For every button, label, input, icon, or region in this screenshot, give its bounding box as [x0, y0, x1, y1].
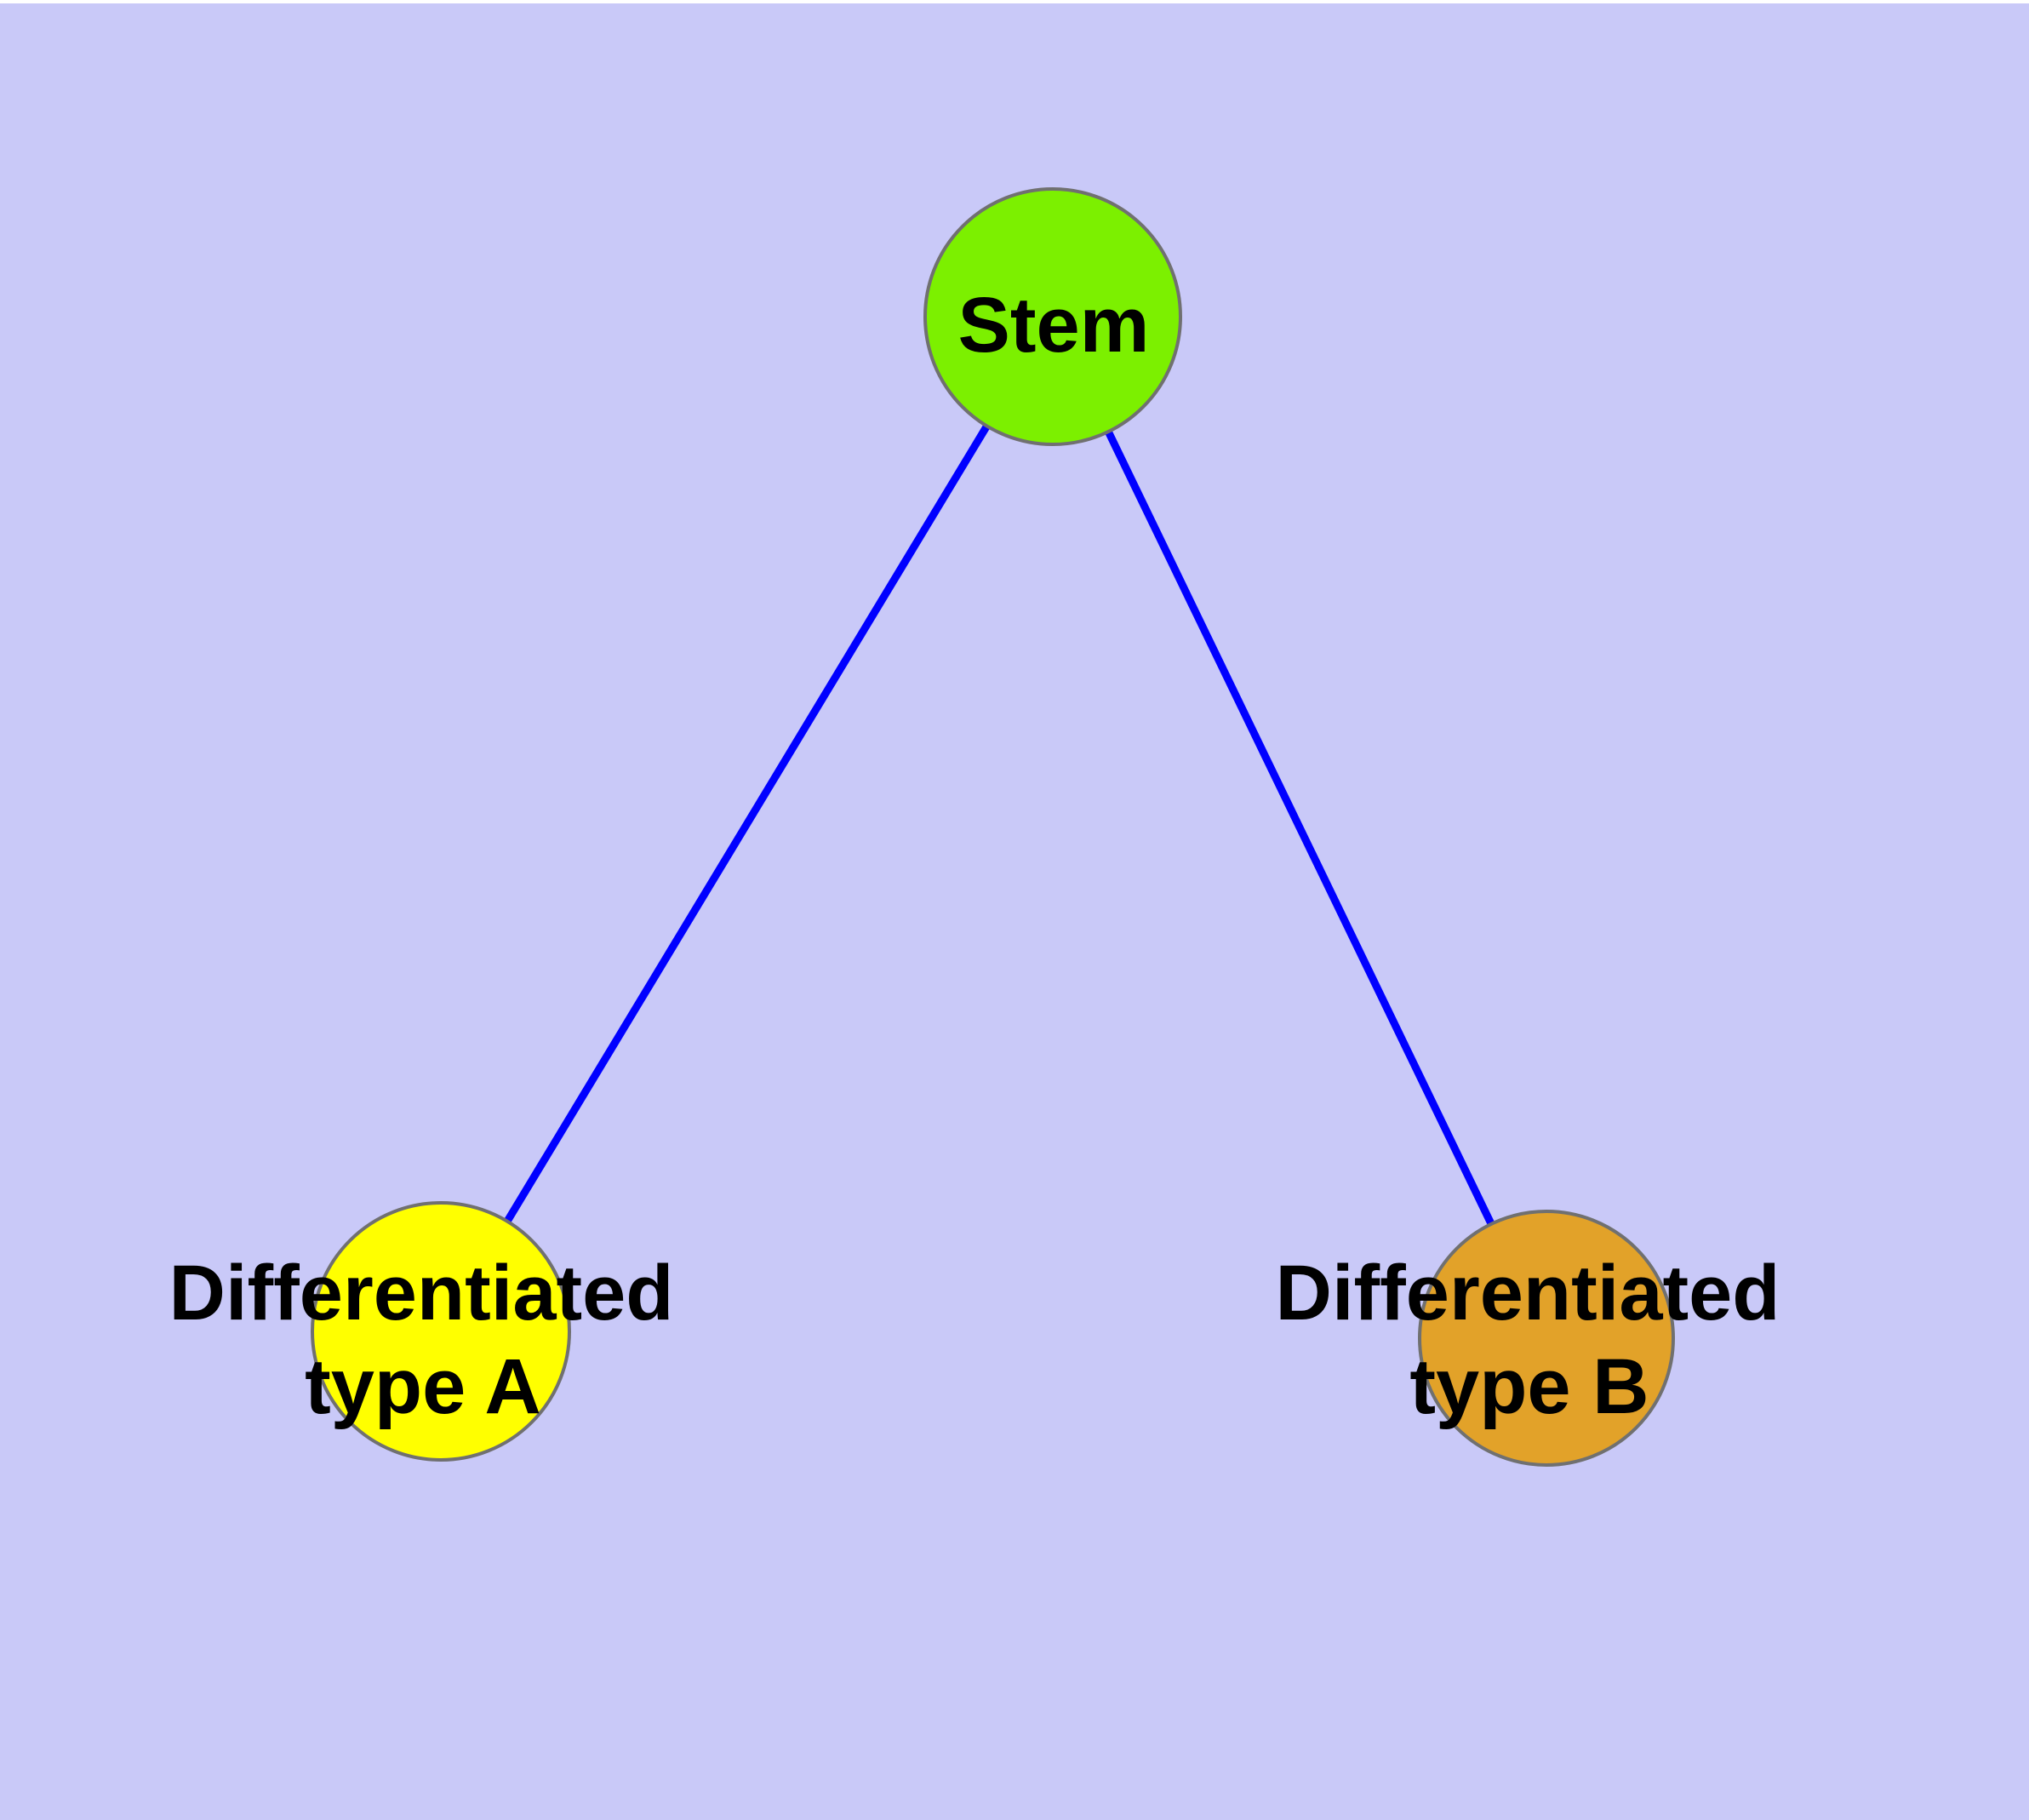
type-a-node-label-line-1: Differentiated	[169, 1250, 674, 1336]
stem-node-label: Stem	[958, 282, 1150, 369]
edge-stem-to-type-b	[1049, 315, 1551, 1340]
edge-stem-to-type-a	[437, 314, 1056, 1334]
type-a-node-circle	[311, 1201, 571, 1462]
type-a-node-label-line-2: type A	[305, 1343, 541, 1430]
type-b-node-label-line-2: type B	[1409, 1343, 1649, 1430]
stem-node-circle	[923, 187, 1182, 446]
type-b-node-label-line-1: Differentiated	[1276, 1250, 1780, 1336]
type-b-node-circle	[1418, 1210, 1675, 1467]
